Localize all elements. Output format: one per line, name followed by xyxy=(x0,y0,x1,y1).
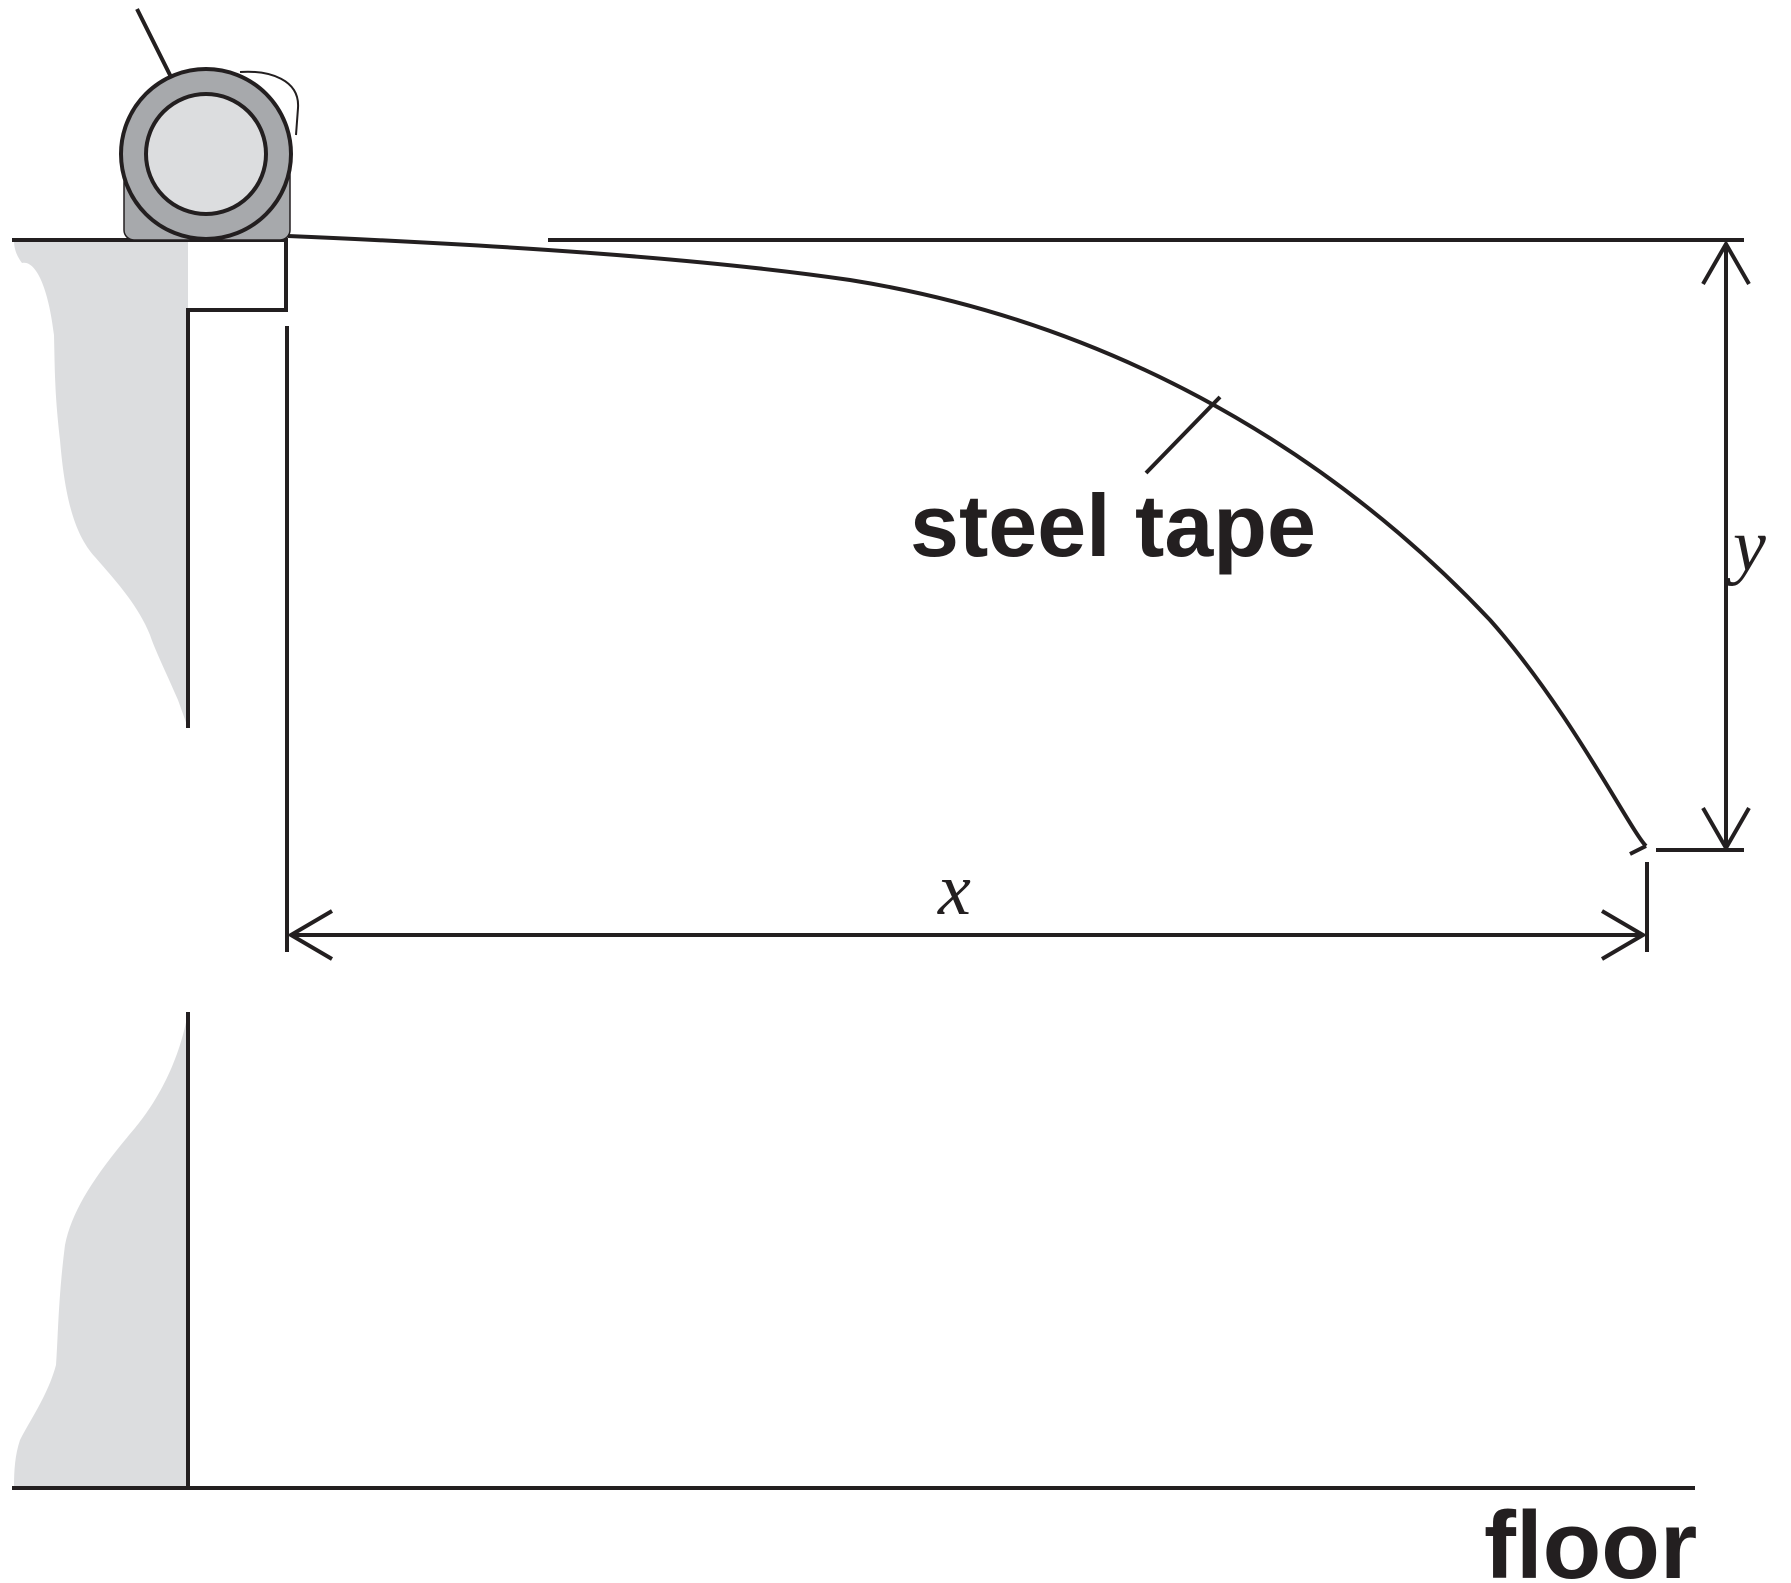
steel-tape-label: steel tape xyxy=(910,476,1316,575)
floor-label: floor xyxy=(1484,1492,1697,1583)
steel-tape-leader xyxy=(1144,395,1222,475)
y-dimension-label: y xyxy=(1726,505,1766,587)
tape-measure-icon xyxy=(119,8,300,241)
x-dimension-arrow xyxy=(287,909,1647,961)
x-dimension-label: x xyxy=(937,849,971,931)
steel-tape-curve xyxy=(287,234,1648,848)
upper-wall-shading xyxy=(14,240,188,728)
tape-measure-handle-line xyxy=(135,8,173,78)
lower-wall-shading xyxy=(14,1012,188,1488)
steel-tape-tip xyxy=(1629,844,1647,856)
y-dimension-arrow xyxy=(1701,239,1751,853)
